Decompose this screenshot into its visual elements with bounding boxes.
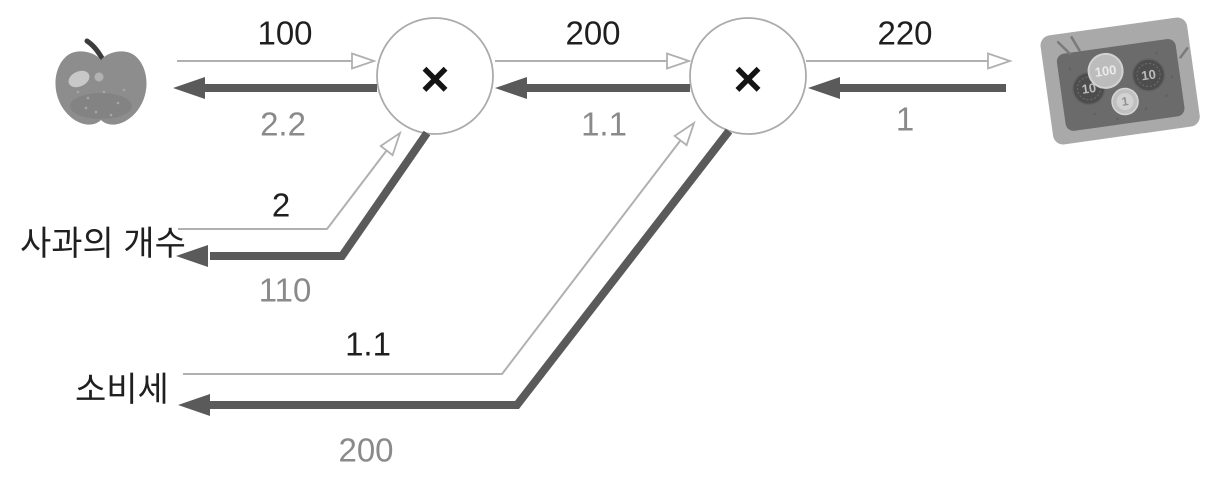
forward-arrowhead-apple-to-mul1 — [351, 52, 377, 70]
coin-100: 100 — [1087, 52, 1124, 89]
backward-arrow-mul1-to-count — [210, 130, 431, 260]
forward-arrows — [177, 52, 1013, 375]
forward-value-apple-count: 2 — [272, 187, 290, 224]
mul-node-2-op-symbol: × — [733, 51, 762, 107]
forward-value-apple-price: 100 — [257, 15, 312, 52]
forward-arrowhead-count-to-mul1 — [379, 130, 402, 157]
forward-arrowhead-mul1-to-mul2 — [666, 52, 692, 70]
apple-highlight-large — [68, 70, 90, 88]
backward-gradient-subtotal: 1.1 — [581, 106, 627, 143]
coin-1: 1 — [1111, 87, 1139, 116]
mul-node-1-op-symbol: × — [420, 51, 449, 107]
backward-arrowhead-mul1-to-count — [176, 245, 208, 267]
coin-10-left-value: 10 — [1081, 80, 1097, 97]
backward-arrows — [173, 77, 1006, 416]
backward-arrowhead-mul2-to-mul1 — [495, 77, 527, 99]
apple-count-label: 사과의 개수 — [20, 225, 186, 263]
backward-gradient-tax: 200 — [338, 432, 393, 469]
money-tray-shine-lines — [1056, 36, 1189, 59]
forward-value-tax-rate: 1.1 — [345, 326, 391, 363]
forward-arrowhead-mul2-to-money — [987, 52, 1013, 70]
coin-10-right-value: 10 — [1140, 67, 1156, 84]
backward-arrow-mul2-to-tax — [210, 128, 733, 409]
apple-shading — [70, 93, 132, 119]
forward-value-total: 220 — [877, 15, 932, 52]
backward-gradient-apple-price: 2.2 — [260, 106, 306, 143]
apple-highlight-small — [94, 72, 104, 82]
apple-speckles — [76, 88, 126, 117]
coin-1-value: 1 — [1121, 94, 1130, 109]
backward-arrowhead-money-to-mul2 — [808, 77, 840, 99]
mul-node-1 — [376, 17, 494, 135]
coin-100-value: 100 — [1094, 62, 1118, 80]
mul-node-2 — [689, 17, 807, 135]
apple-icon — [55, 38, 147, 125]
backward-arrowhead-mul1-to-apple — [173, 77, 205, 99]
money-tray-texture-dots — [1068, 51, 1174, 120]
forward-value-subtotal: 200 — [565, 15, 620, 52]
backward-arrowhead-mul2-to-tax — [178, 394, 210, 416]
forward-arrow-count-to-mul1 — [178, 149, 388, 230]
backward-gradient-apple-count: 110 — [259, 272, 312, 309]
tax-label: 소비세 — [75, 371, 169, 409]
forward-arrowhead-tax-to-mul2 — [673, 120, 696, 147]
money-tray-icon: 10 10 100 1 — [1040, 17, 1200, 145]
forward-arrow-tax-to-mul2 — [183, 140, 681, 375]
backward-gradient-total: 1 — [896, 101, 914, 138]
coin-10-right: 10 — [1131, 58, 1166, 92]
